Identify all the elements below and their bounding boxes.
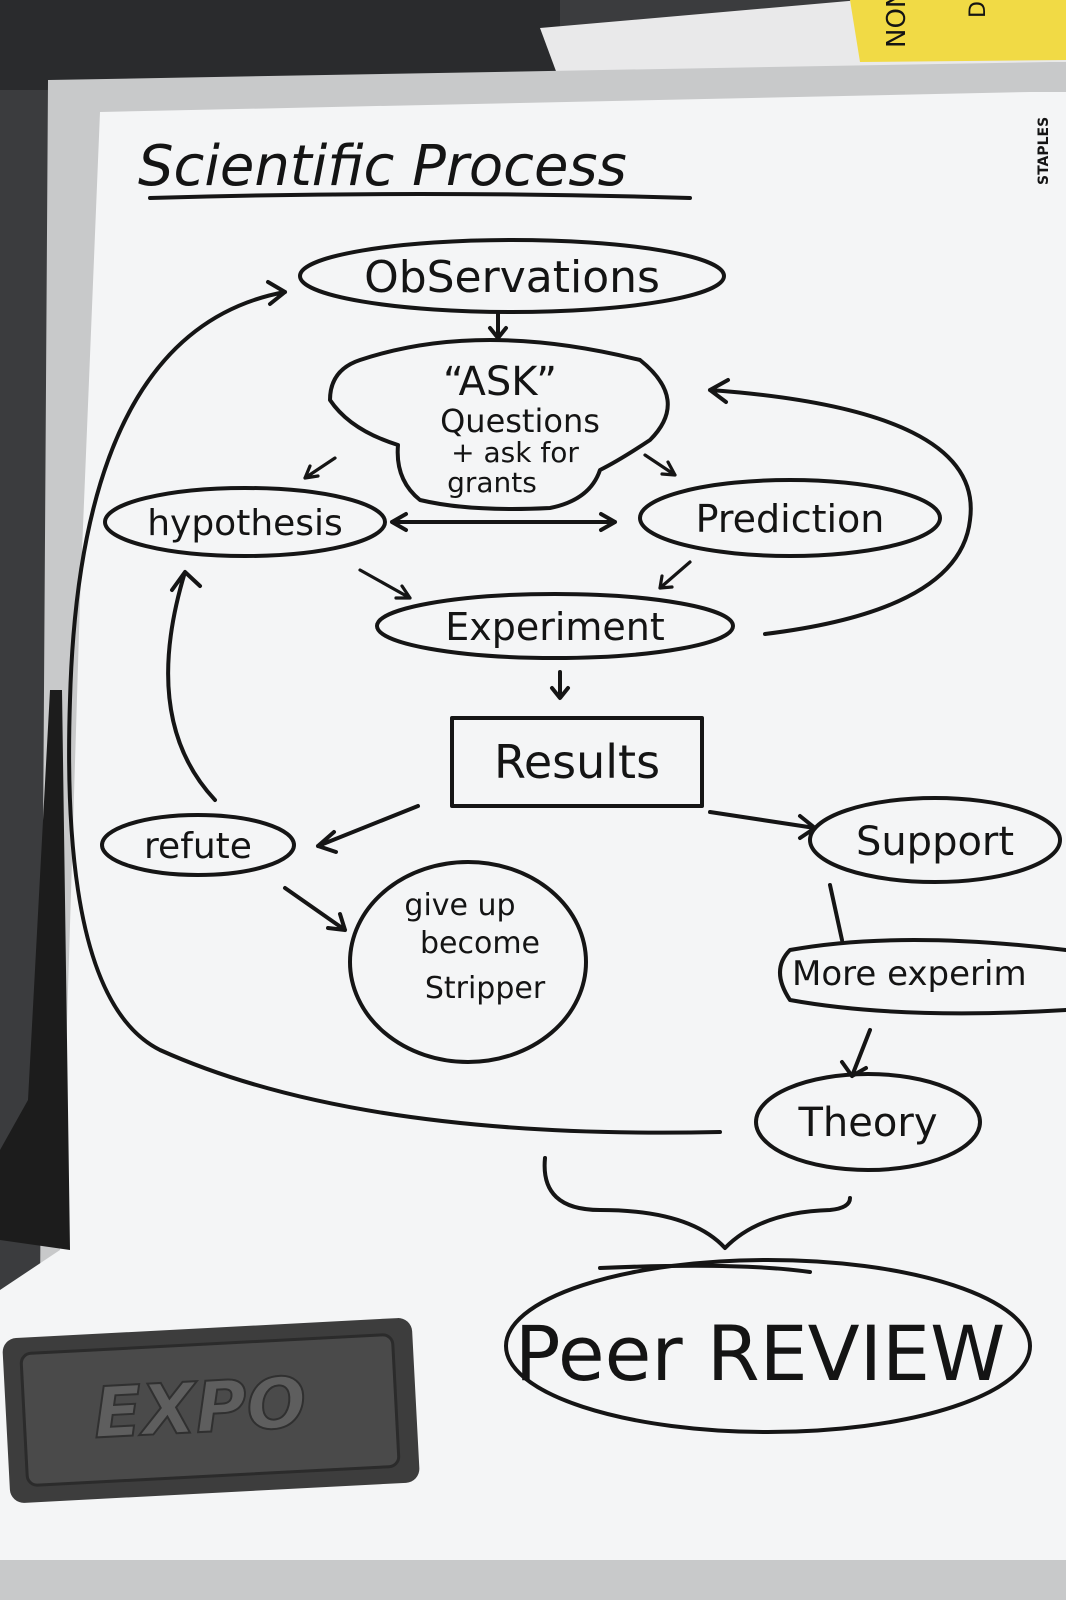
giveup-label-2: become [420, 926, 540, 961]
arrow-experiment-ask-loop [708, 378, 973, 636]
more-experiments-node: More experim [778, 938, 1066, 1016]
prediction-label: Prediction [696, 497, 885, 541]
refute-node: refute [100, 813, 296, 877]
ask-label-2: Questions [440, 402, 600, 440]
sticky-note-text-2: D [966, 1, 991, 18]
arrow-refute-hypothesis [166, 570, 217, 802]
sticky-note-text: NON [882, 0, 912, 48]
theory-node: Theory [754, 1072, 982, 1172]
peer-review-label: Peer REVIEW [515, 1309, 1005, 1398]
theory-label: Theory [798, 1100, 938, 1146]
arrow-ask-hypothesis [303, 456, 337, 480]
peer-review-node: Peer REVIEW [504, 1258, 1032, 1434]
hypothesis-node: hypothesis [103, 486, 387, 558]
arrow-prediction-experiment [658, 560, 692, 590]
giveup-label-3: Stripper [425, 971, 546, 1006]
arrow-obs-ask [488, 312, 508, 340]
ask-label-1: “ASK” [443, 359, 557, 405]
experiment-node: Experiment [375, 592, 735, 660]
giveup-label-1: give up [404, 888, 515, 923]
results-node: Results [450, 716, 704, 808]
experiment-label: Experiment [445, 605, 665, 649]
arrow-results-refute [316, 804, 420, 854]
peer-review-brace [542, 1156, 852, 1250]
eraser-brand: EXPO [92, 1361, 309, 1454]
arrow-experiment-results [550, 670, 570, 700]
arrow-theory-observations-loop [67, 280, 722, 1135]
observations-node: ObServations [298, 238, 726, 314]
giveup-node: give up become Stripper [348, 860, 588, 1064]
board-brand: STAPLES [1036, 117, 1052, 185]
arrow-hypothesis-prediction [390, 512, 617, 532]
line-support-more [828, 883, 844, 942]
arrow-ask-prediction [643, 453, 677, 477]
arrow-hypothesis-experiment [358, 568, 412, 600]
prediction-node: Prediction [638, 478, 942, 558]
support-label: Support [856, 819, 1014, 865]
hypothesis-label: hypothesis [147, 503, 343, 544]
marker-smudge [0, 690, 70, 1250]
arrow-refute-giveup [283, 886, 347, 932]
more-experiments-label: More experim [792, 954, 1027, 994]
board-title: Scientific Process [138, 134, 627, 199]
results-label: Results [494, 735, 660, 789]
eraser: EXPO [2, 1318, 420, 1503]
ask-label-3: + ask for [451, 436, 579, 469]
refute-label: refute [144, 826, 252, 867]
support-node: Support [808, 796, 1062, 884]
observations-label: ObServations [364, 252, 660, 303]
sticky-note: NON D [850, 0, 1066, 62]
ask-questions-node: “ASK” Questions + ask for grants [328, 338, 670, 511]
whiteboard-surface [0, 92, 1066, 1560]
title-underline [148, 192, 692, 200]
ask-label-4: grants [447, 466, 537, 499]
